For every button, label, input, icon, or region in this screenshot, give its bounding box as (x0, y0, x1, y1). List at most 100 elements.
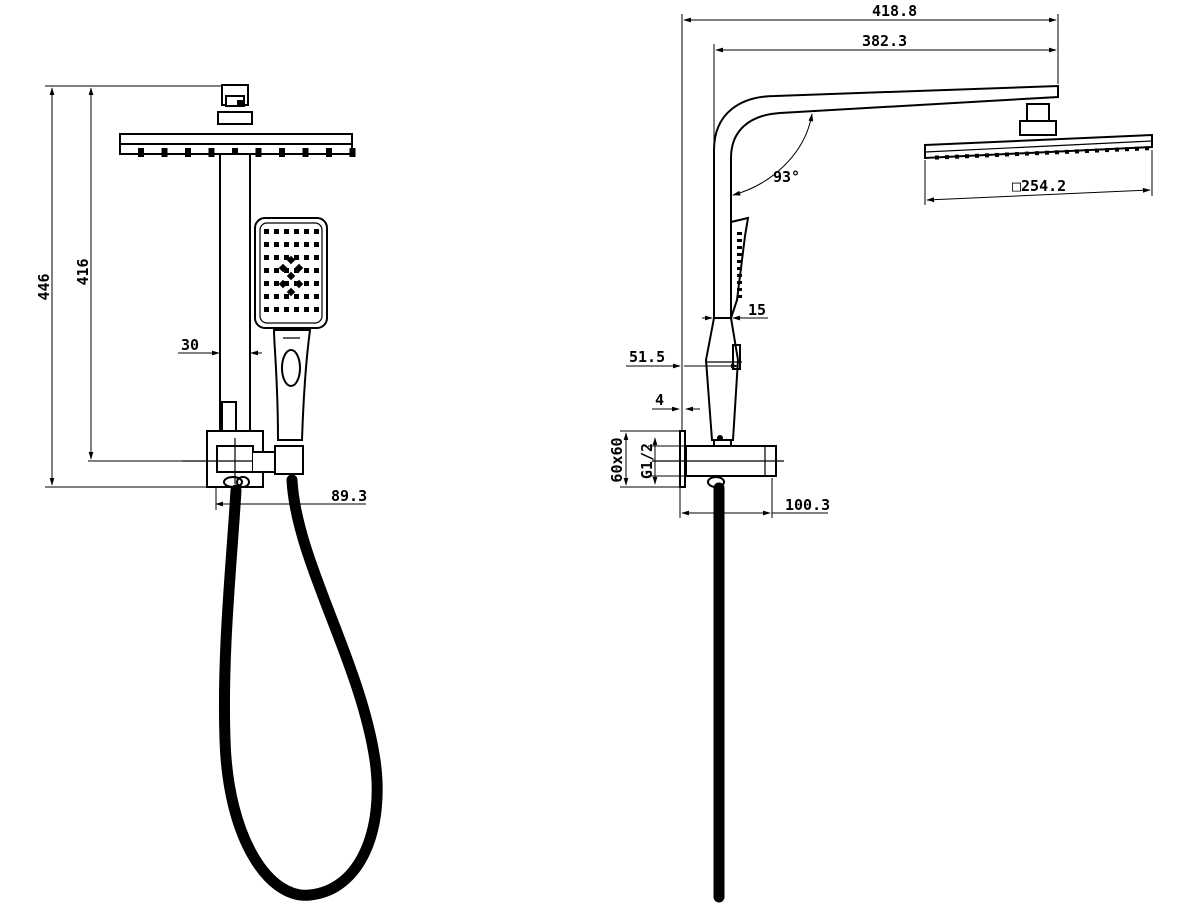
spray-dot (274, 229, 279, 234)
side-nozzle (1075, 149, 1079, 154)
side-nozzle (1045, 150, 1049, 155)
side-spray-dot (737, 295, 742, 298)
spray-dot-center (278, 263, 288, 273)
side-nozzle (1085, 148, 1089, 153)
dim-overall-height-label: 446 (35, 273, 53, 300)
spray-dot (314, 268, 319, 273)
dim-riser-offset: 51.5 (626, 348, 739, 369)
spray-dot (294, 294, 299, 299)
side-nozzle (1135, 146, 1139, 151)
side-nozzle (955, 154, 959, 159)
spray-dot-center (294, 263, 304, 273)
dim-overall-height: 446 (35, 85, 222, 488)
head-nozzle (326, 148, 332, 157)
side-view: 418.8 382.3 93° □254.2 15 (608, 2, 1153, 903)
dim-wall-plate-label: 60x60 (608, 437, 626, 482)
spray-dot (264, 281, 269, 286)
dim-overall-projection: 418.8 (681, 2, 1059, 430)
dim-plate-thickness-label: 4 (655, 391, 664, 409)
dim-thread-label: G1/2 (638, 443, 656, 479)
dim-riser-width: 30 (178, 336, 262, 356)
spray-dot (264, 242, 269, 247)
spray-dot (314, 294, 319, 299)
side-nozzle (985, 153, 989, 158)
spray-dot (264, 307, 269, 312)
spray-dot-center (286, 255, 296, 265)
spray-dot (284, 229, 289, 234)
side-nozzle (975, 153, 979, 158)
spray-dot (284, 294, 289, 299)
front-view: 446 416 30 89.3 (35, 84, 383, 901)
head-nozzle (185, 148, 191, 157)
side-spray-dot (737, 239, 742, 242)
spray-dot (284, 255, 289, 260)
spray-dot (274, 242, 279, 247)
side-nozzle (965, 154, 969, 159)
dim-handshower-offset-label: 89.3 (331, 487, 367, 505)
spray-dot (274, 307, 279, 312)
spray-dot (284, 242, 289, 247)
side-nozzle (1065, 149, 1069, 154)
side-nozzle (1025, 151, 1029, 156)
spray-dot (304, 229, 309, 234)
head-nozzle (255, 148, 262, 157)
dim-arm-height-label: 416 (74, 258, 92, 285)
side-mixer (652, 430, 784, 488)
dim-mixer-projection-label: 100.3 (785, 496, 830, 514)
spray-dot (314, 242, 319, 247)
side-spray-dot (737, 274, 742, 277)
dim-handshower-offset: 89.3 (215, 487, 367, 510)
spray-dot (274, 294, 279, 299)
side-spray-dot (737, 246, 742, 249)
spray-dot (294, 307, 299, 312)
side-nozzle (1145, 146, 1149, 151)
dim-wall-plate: 60x60 (608, 430, 682, 488)
spray-dot (264, 294, 269, 299)
spray-dot (274, 268, 279, 273)
side-hand-shower (704, 216, 750, 441)
side-nozzle (995, 152, 999, 157)
dim-thread: G1/2 (638, 437, 686, 485)
dim-arm-angle: 93° (732, 113, 814, 196)
spray-dot (304, 242, 309, 247)
side-spray-dot (737, 253, 742, 256)
dim-overall-projection-label: 418.8 (872, 2, 917, 20)
head-nozzle (302, 148, 309, 157)
head-nozzle (161, 148, 168, 157)
spray-dot (314, 229, 319, 234)
spray-dot (304, 307, 309, 312)
head-nozzle (208, 148, 215, 157)
spray-dot (314, 307, 319, 312)
dim-head-size: □254.2 (924, 150, 1153, 205)
dim-mixer-projection: 100.3 (679, 478, 830, 518)
side-head-connector (1019, 103, 1057, 136)
side-spray-dot (737, 260, 742, 263)
side-spray-dot (737, 232, 742, 235)
spray-dot (284, 268, 289, 273)
side-nozzle (1125, 147, 1129, 152)
side-nozzle (1115, 147, 1119, 152)
spray-dot (304, 255, 309, 260)
front-head-connector (217, 84, 253, 125)
head-nozzle (138, 148, 144, 157)
spray-dot (304, 294, 309, 299)
spray-dot (304, 281, 309, 286)
side-spray-dot (737, 281, 742, 284)
spray-dot (304, 268, 309, 273)
spray-dot-center (294, 279, 304, 289)
side-nozzle (1105, 148, 1109, 153)
spray-dot (294, 255, 299, 260)
spray-dot-center (278, 279, 288, 289)
side-nozzle (1055, 150, 1059, 155)
spray-dot (264, 229, 269, 234)
spray-dot (264, 255, 269, 260)
dim-riser-offset-label: 51.5 (629, 348, 665, 366)
dim-arm-height: 416 (74, 87, 182, 462)
side-nozzle (945, 155, 949, 160)
front-hose (218, 474, 383, 901)
spray-dot (294, 229, 299, 234)
spray-dot (294, 242, 299, 247)
spray-dot (314, 255, 319, 260)
spray-dot (314, 281, 319, 286)
spray-dot (274, 255, 279, 260)
